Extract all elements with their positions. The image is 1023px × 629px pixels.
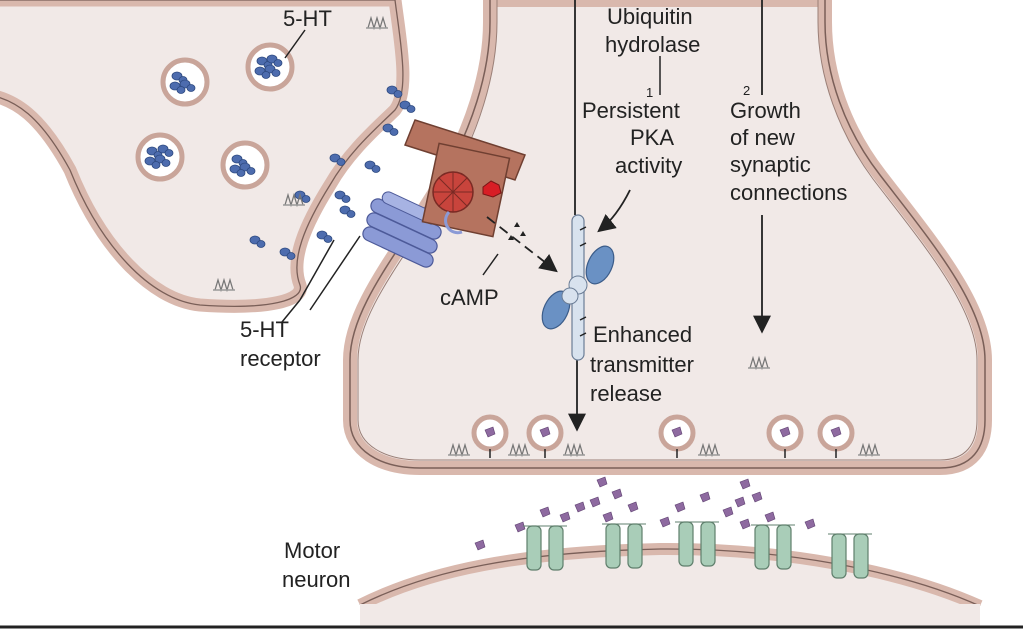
label-ubiquitin-hydrolase-1: Ubiquitin [607,4,693,29]
tx-vesicle [766,414,804,458]
adenylyl-cyclase [404,119,526,238]
interneuron-terminal [0,0,410,313]
label-persistent-pka-2: PKA [630,125,674,150]
tx-vesicle [471,414,509,458]
tx-vesicle [658,414,696,458]
label-growth-1: Growth [730,98,801,123]
tx-vesicle [817,414,855,458]
ht-vesicle [135,132,185,182]
label-growth-2: of new [730,125,795,150]
label-ubiquitin-hydrolase-2: hydrolase [605,32,700,57]
ht-vesicle [220,140,270,190]
label-persistent-pka-3: activity [615,153,682,178]
label-growth-4: connections [730,180,847,205]
label-enhanced-1: Enhanced [593,322,692,347]
step-2-number: 2 [743,83,750,98]
pathway-arrows [281,0,771,432]
label-motor-neuron-1: Motor [284,538,340,563]
label-5ht: 5-HT [283,6,332,31]
tx-vesicle [526,414,564,458]
ht-receptor [362,191,442,268]
ht-vesicle [160,57,210,107]
label-enhanced-2: transmitter [590,352,694,377]
label-receptor-1: 5-HT [240,317,289,342]
label-motor-neuron-2: neuron [282,567,351,592]
label-receptor-2: receptor [240,346,321,371]
transmitter-vesicles [471,414,855,458]
pka-target-complex [541,214,615,361]
label-persistent-pka-1: Persistent [582,98,680,123]
camp-molecules [508,222,526,240]
serotonin-vesicles [135,42,295,190]
step-1-number: 1 [646,85,653,100]
label-growth-3: synaptic [730,152,811,177]
label-enhanced-3: release [590,381,662,406]
motor-neuron [357,542,983,629]
label-camp: cAMP [440,285,499,310]
ht-vesicle [245,42,295,92]
